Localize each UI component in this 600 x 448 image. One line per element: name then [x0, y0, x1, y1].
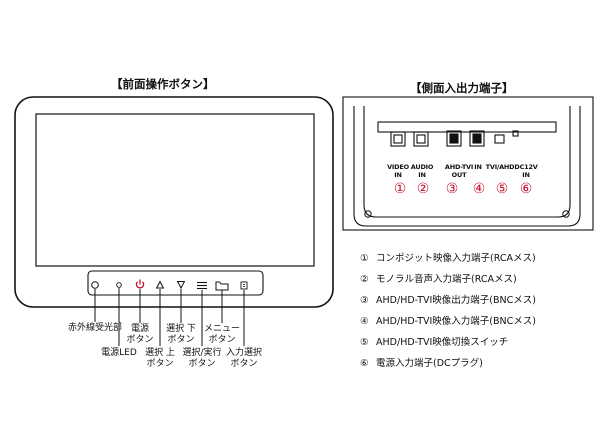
legend-item: ② モノラル音声入力端子(RCAメス): [360, 274, 517, 285]
legend-item: ⑥ 電源入力端子(DCプラグ): [360, 358, 483, 369]
port-5-label: TVI/AHD: [485, 163, 515, 171]
power-led-label: 電源LED: [101, 348, 137, 358]
rca-video-connector: [390, 131, 406, 147]
input-select-label: 入力選択ボタン: [225, 348, 262, 369]
legend-item: ① コンポジット映像入力端子(RCAメス): [360, 253, 536, 264]
switch-connector: [494, 134, 505, 144]
legend-item: ④ AHD/HD-TVI映像入力端子(BNCメス): [360, 316, 536, 327]
legend-item: ⑤ AHD/HD-TVI映像切換スイッチ: [360, 337, 509, 348]
menu-button-label: メニューボタン: [203, 324, 240, 345]
bnc-out-connector: [446, 130, 462, 147]
select-up-label: 選択 上ボタン: [145, 348, 175, 369]
legend-item: ③ AHD/HD-TVI映像出力端子(BNCメス): [360, 295, 536, 306]
port-5-number: ⑤: [495, 181, 509, 197]
port-6-number: ⑥: [519, 181, 533, 197]
side-device-outline: [353, 106, 581, 227]
menu-lines-icon: [197, 281, 207, 290]
select-execute-label: 選択/実行ボタン: [182, 348, 222, 369]
port-4-number: ④: [472, 181, 486, 197]
power-button-label: 電源ボタン: [126, 324, 154, 345]
front-panel-title: 【前面操作ボタン】: [111, 77, 215, 91]
monitor-body: [14, 96, 334, 308]
port-1-number: ①: [393, 181, 407, 197]
input-select-icon: [240, 281, 248, 290]
ir-receiver-icon: [91, 281, 99, 289]
screw-right-icon: [562, 210, 570, 218]
port-2-number: ②: [416, 181, 430, 197]
ir-receiver-label: 赤外線受光部: [67, 323, 122, 333]
side-view-frame: [342, 96, 594, 231]
port-4-label: IN: [474, 163, 482, 171]
dc-jack-connector: [512, 130, 519, 137]
bnc-in-connector: [469, 130, 485, 147]
monitor-screen: [35, 113, 315, 267]
down-arrow-icon: [176, 281, 186, 290]
rca-audio-connector: [413, 131, 429, 147]
power-led-icon: [116, 282, 122, 288]
select-down-label: 選択 下ボタン: [166, 324, 196, 345]
up-arrow-icon: [155, 280, 165, 289]
button-bar: [87, 270, 264, 296]
power-icon: [135, 279, 145, 289]
side-panel-title: 【側面入出力端子】: [410, 81, 514, 95]
screw-left-icon: [364, 210, 372, 218]
front-leader-lines: [94, 288, 245, 346]
menu-folder-icon: [215, 281, 229, 291]
port-3-number: ③: [445, 181, 459, 197]
